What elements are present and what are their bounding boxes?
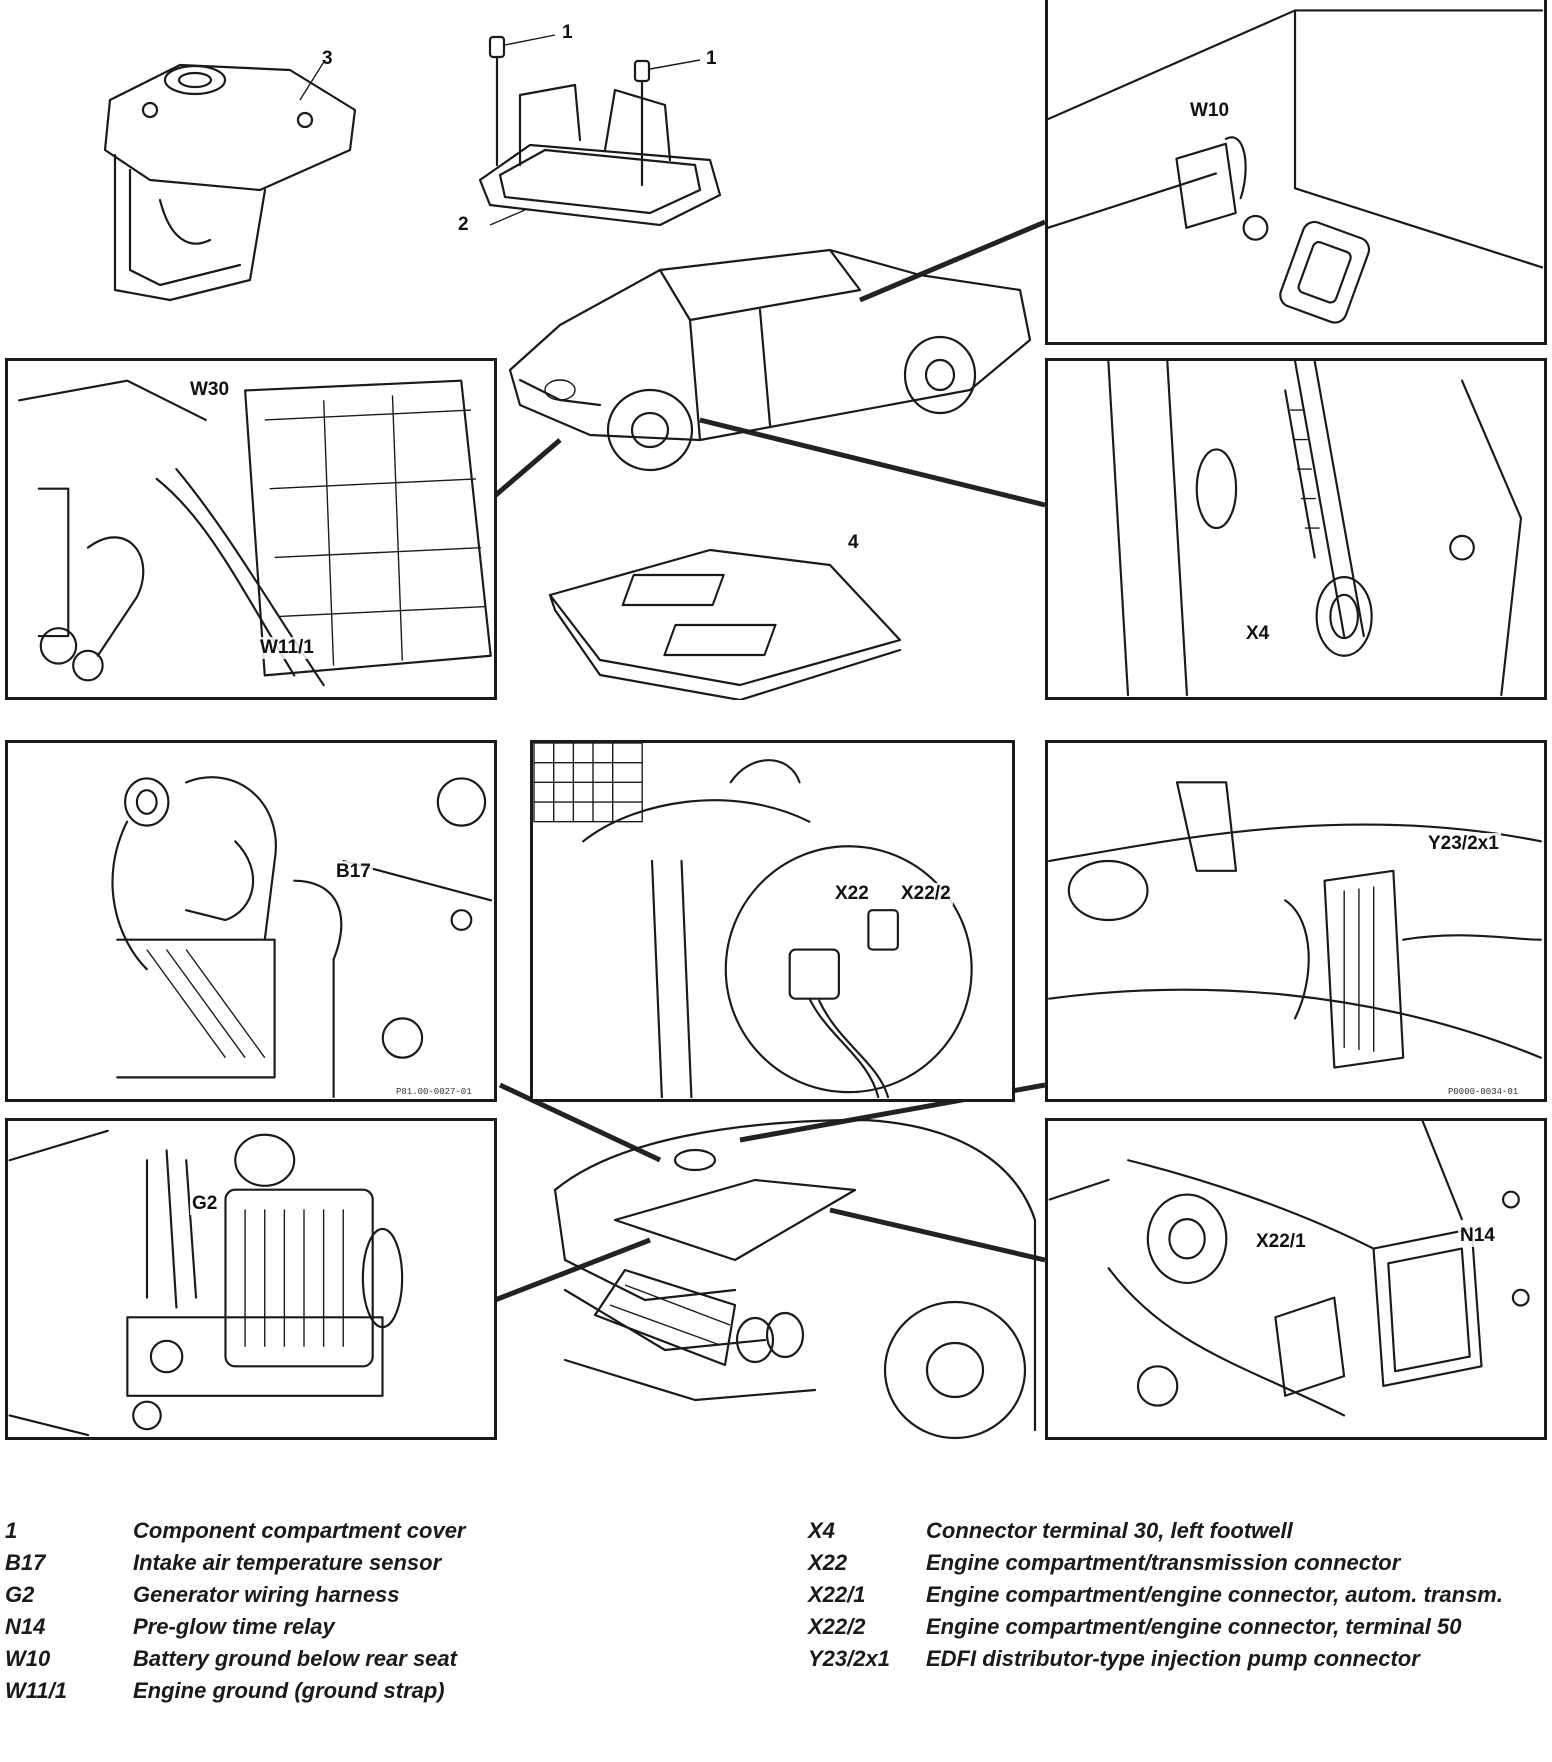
legend-row: N14 Pre-glow time relay xyxy=(5,1614,765,1646)
callout-y23-2x1: Y23/2x1 xyxy=(1426,833,1501,855)
callout-w10: W10 xyxy=(1188,100,1232,122)
legend-row: X22 Engine compartment/transmission conn… xyxy=(808,1550,1548,1582)
callout-x4: X4 xyxy=(1244,623,1272,645)
legend-text: Generator wiring harness xyxy=(133,1582,400,1607)
callout-n14: N14 xyxy=(1458,1225,1497,1247)
callout-w30: W30 xyxy=(188,379,232,401)
callout-3: 3 xyxy=(322,48,333,69)
legend: 1 Component compartment cover B17 Intake… xyxy=(0,1440,1552,1760)
part-2-cover-illustration xyxy=(470,25,730,235)
callout-2: 2 xyxy=(458,214,469,235)
legend-code: Y23/2x1 xyxy=(808,1646,890,1671)
part-4-tray-illustration xyxy=(540,530,910,702)
legend-text: Engine compartment/engine connector, ter… xyxy=(926,1614,1462,1639)
legend-code: X4 xyxy=(808,1518,835,1543)
figure-code-b17: P81.00-0027-01 xyxy=(396,1087,472,1097)
callout-x22: X22 xyxy=(833,883,871,905)
legend-text: Battery ground below rear seat xyxy=(133,1646,457,1671)
legend-text: Engine compartment/engine connector, aut… xyxy=(926,1582,1503,1607)
legend-text: EDFI distributor-type injection pump con… xyxy=(926,1646,1420,1671)
legend-text: Component compartment cover xyxy=(133,1518,466,1543)
legend-row: W11/1 Engine ground (ground strap) xyxy=(5,1678,765,1710)
legend-row: B17 Intake air temperature sensor xyxy=(5,1550,765,1582)
callout-x22-1: X22/1 xyxy=(1254,1231,1308,1253)
legend-text: Intake air temperature sensor xyxy=(133,1550,442,1575)
engine-bay-overview-illustration xyxy=(535,1100,1040,1440)
legend-code: W10 xyxy=(5,1646,51,1671)
panel-n14-preglow-relay: X22/1 N14 xyxy=(1045,1118,1547,1440)
legend-row: X22/2 Engine compartment/engine connecto… xyxy=(808,1614,1548,1646)
panel-b17-intake-air-sensor: B17 P81.00-0027-01 xyxy=(5,740,497,1102)
legend-text: Engine ground (ground strap) xyxy=(133,1678,445,1703)
legend-code: N14 xyxy=(5,1614,46,1639)
callout-w11-1: W11/1 xyxy=(258,637,316,659)
legend-text: Engine compartment/transmission connecto… xyxy=(926,1550,1401,1575)
legend-text: Connector terminal 30, left footwell xyxy=(926,1518,1293,1543)
legend-row: X22/1 Engine compartment/engine connecto… xyxy=(808,1582,1548,1614)
legend-code: W11/1 xyxy=(5,1678,67,1703)
callout-1b: 1 xyxy=(706,48,717,69)
legend-code: 1 xyxy=(5,1518,18,1543)
panel-x22-transmission-connectors: X22 X22/2 xyxy=(530,740,1015,1102)
legend-row: 1 Component compartment cover xyxy=(5,1518,765,1550)
callout-4: 4 xyxy=(848,532,859,553)
sedan-overview-illustration xyxy=(500,230,1040,490)
callout-g2: G2 xyxy=(190,1193,220,1215)
legend-text: Pre-glow time relay xyxy=(133,1614,335,1639)
legend-row: Y23/2x1 EDFI distributor-type injection … xyxy=(808,1646,1548,1678)
legend-row: G2 Generator wiring harness xyxy=(5,1582,765,1614)
callout-b17: B17 xyxy=(334,861,373,883)
panel-w10-battery-ground: W10 xyxy=(1045,0,1547,345)
callout-1a: 1 xyxy=(562,22,573,43)
figure-code-y23: P0000-0034-01 xyxy=(1448,1087,1519,1097)
legend-row: W10 Battery ground below rear seat xyxy=(5,1646,765,1678)
legend-code: B17 xyxy=(5,1550,46,1575)
legend-code: X22/2 xyxy=(808,1614,866,1639)
legend-code: X22/1 xyxy=(808,1582,866,1607)
panel-g2-generator-harness: G2 xyxy=(5,1118,497,1440)
panel-x4-footwell-connector: X4 xyxy=(1045,358,1547,700)
connector-lines xyxy=(488,219,1046,1303)
callout-x22-2: X22/2 xyxy=(899,883,953,905)
legend-row: X4 Connector terminal 30, left footwell xyxy=(808,1518,1548,1550)
legend-code: X22 xyxy=(808,1550,848,1575)
legend-code: G2 xyxy=(5,1582,35,1607)
panel-y23-injection-pump-connector: Y23/2x1 P0000-0034-01 xyxy=(1045,740,1547,1102)
part-3-illustration xyxy=(90,40,370,310)
panel-w30-engine-ground: W30 W11/1 xyxy=(5,358,497,700)
